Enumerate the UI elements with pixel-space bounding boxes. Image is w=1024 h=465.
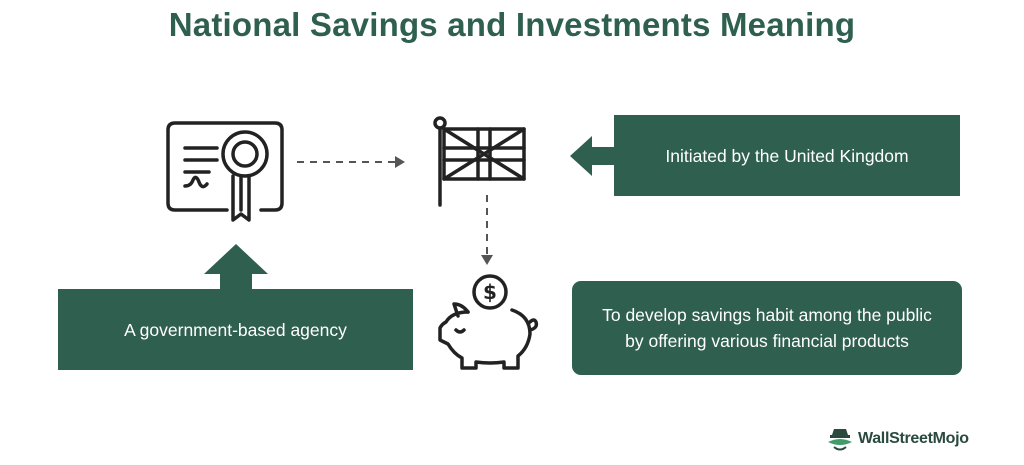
page-title: National Savings and Investments Meaning xyxy=(168,6,856,43)
arrow-left-block xyxy=(570,136,618,176)
uk-origin-box: Initiated by the United Kingdom xyxy=(614,115,960,196)
uk-flag-icon xyxy=(430,115,530,209)
coin-dollar-symbol: $ xyxy=(483,280,497,304)
agency-text: A government-based agency xyxy=(124,319,347,340)
savings-habit-box: To develop savings habit among the publi… xyxy=(572,281,962,375)
certificate-icon xyxy=(165,120,285,224)
arrow-up-block xyxy=(204,244,268,292)
dashed-arrow-right xyxy=(297,156,405,168)
logo-text: WallStreetMojo xyxy=(858,430,969,447)
savings-habit-line-2: by offering various financial products xyxy=(625,331,909,351)
agency-box: A government-based agency xyxy=(58,289,413,370)
dashed-arrow-down xyxy=(481,195,493,265)
uk-origin-text: Initiated by the United Kingdom xyxy=(665,145,909,166)
piggy-bank-icon: $ xyxy=(432,270,544,374)
mojo-mascot-icon xyxy=(828,429,852,451)
savings-habit-line-1: To develop savings habit among the publi… xyxy=(602,305,932,325)
wallstreetmojo-logo: WallStreetMojo xyxy=(826,424,969,454)
